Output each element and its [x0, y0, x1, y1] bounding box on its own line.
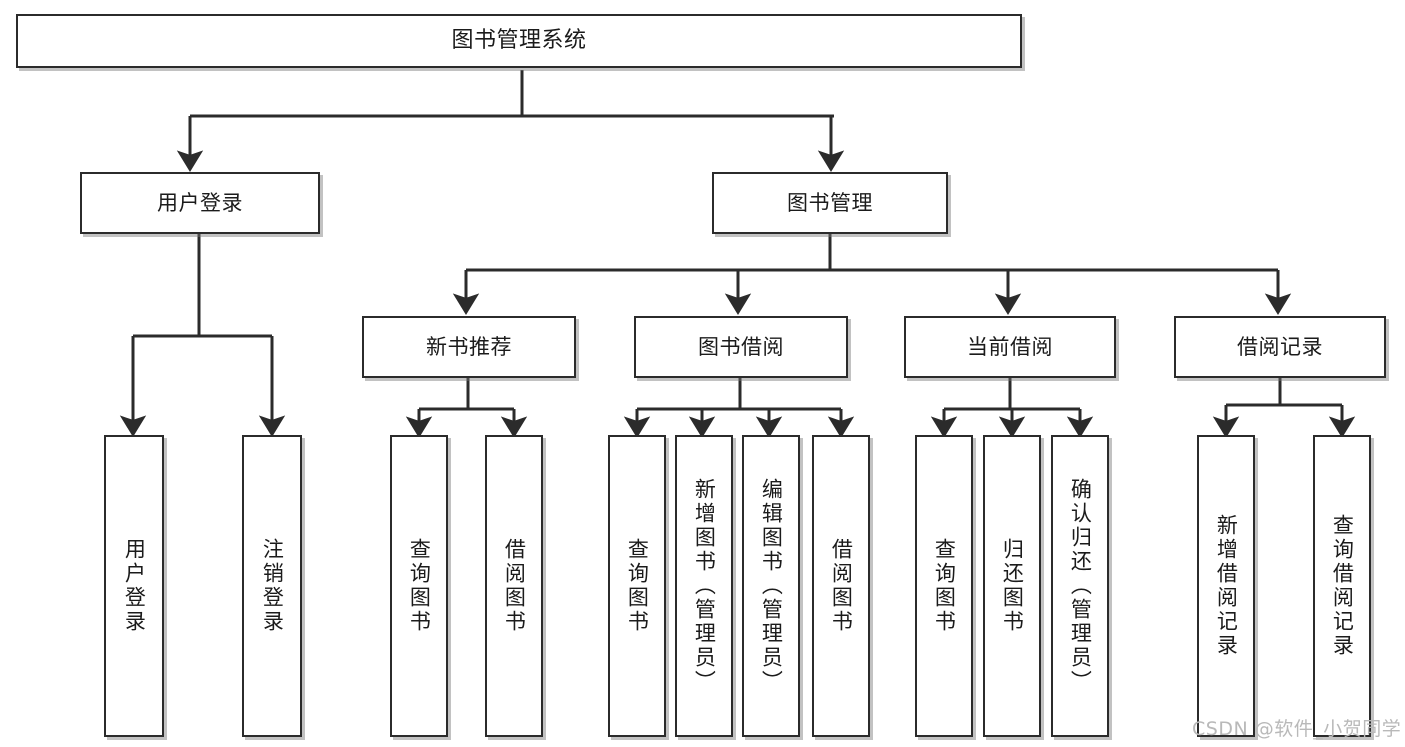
leaf-user-login-login[interactable]: 用户登录	[104, 435, 164, 737]
node-label: 借阅图书	[829, 538, 854, 634]
leaf-current-confirm-return-admin[interactable]: 确认归还（管理员）	[1051, 435, 1109, 737]
node-label: 图书管理系统	[451, 28, 587, 54]
node-label: 借阅图书	[502, 538, 527, 634]
node-label: 编辑图书（管理员）	[759, 478, 784, 694]
node-label: 查询图书	[932, 538, 957, 634]
node-label: 新增借阅记录	[1214, 514, 1239, 658]
node-root[interactable]: 图书管理系统	[16, 14, 1022, 68]
node-label: 新书推荐	[426, 334, 512, 359]
node-label: 查询借阅记录	[1330, 514, 1355, 658]
leaf-borrow-borrow-book[interactable]: 借阅图书	[812, 435, 870, 737]
node-label: 查询图书	[407, 538, 432, 634]
node-book-borrow[interactable]: 图书借阅	[634, 316, 848, 378]
node-label: 新增图书（管理员）	[692, 478, 717, 694]
leaf-user-login-logout[interactable]: 注销登录	[242, 435, 302, 737]
leaf-borrow-query-book[interactable]: 查询图书	[608, 435, 666, 737]
node-current-borrow[interactable]: 当前借阅	[904, 316, 1116, 378]
node-label: 确认归还（管理员）	[1068, 478, 1093, 694]
node-label: 归还图书	[1000, 538, 1025, 634]
node-label: 图书借阅	[698, 334, 784, 359]
node-label: 图书管理	[787, 190, 873, 215]
leaf-borrow-edit-book-admin[interactable]: 编辑图书（管理员）	[742, 435, 800, 737]
node-borrow-record[interactable]: 借阅记录	[1174, 316, 1386, 378]
node-label: 借阅记录	[1237, 334, 1323, 359]
leaf-current-return-book[interactable]: 归还图书	[983, 435, 1041, 737]
node-label: 用户登录	[157, 190, 243, 215]
leaf-recommend-borrow-book[interactable]: 借阅图书	[485, 435, 543, 737]
node-label: 当前借阅	[967, 334, 1053, 359]
leaf-record-query-record[interactable]: 查询借阅记录	[1313, 435, 1371, 737]
node-user-login[interactable]: 用户登录	[80, 172, 320, 234]
node-book-management[interactable]: 图书管理	[712, 172, 948, 234]
leaf-current-query-book[interactable]: 查询图书	[915, 435, 973, 737]
node-new-book-recommend[interactable]: 新书推荐	[362, 316, 576, 378]
watermark: CSDN @软件_小贺同学	[1192, 718, 1402, 740]
leaf-record-add-record[interactable]: 新增借阅记录	[1197, 435, 1255, 737]
node-label: 查询图书	[625, 538, 650, 634]
leaf-borrow-add-book-admin[interactable]: 新增图书（管理员）	[675, 435, 733, 737]
leaf-recommend-query-book[interactable]: 查询图书	[390, 435, 448, 737]
node-label: 用户登录	[122, 538, 147, 634]
node-label: 注销登录	[260, 538, 285, 634]
